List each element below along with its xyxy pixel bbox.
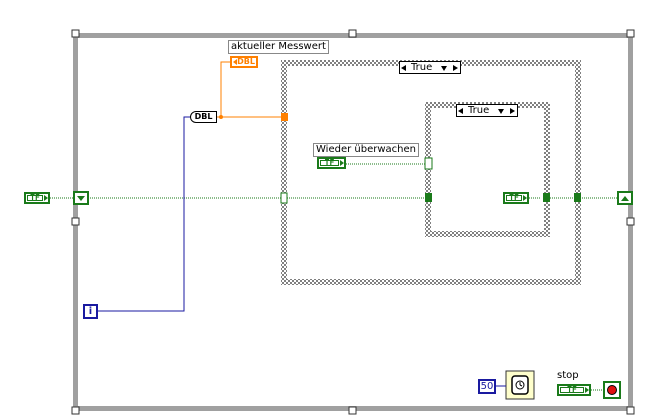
wait-ms-icon[interactable] xyxy=(505,370,535,400)
loop-handle xyxy=(626,217,635,226)
boolean-glyph: TF xyxy=(30,193,40,202)
shift-register-right-icon[interactable] xyxy=(617,191,633,205)
wire-junction xyxy=(219,115,223,119)
loop-handle xyxy=(71,406,80,415)
watch-again-label: Wieder überwachen xyxy=(313,143,419,157)
loop-handle xyxy=(626,29,635,38)
boolean-glyph: TF xyxy=(324,158,335,167)
selector-right-arrow-icon[interactable] xyxy=(453,65,458,71)
selector-terminal xyxy=(424,157,433,170)
stop-control[interactable]: TF xyxy=(557,384,591,396)
selector-right-arrow-icon[interactable] xyxy=(510,108,515,114)
measured-value-indicator[interactable]: DBL xyxy=(230,56,258,68)
inner-case-value: True xyxy=(468,105,490,116)
stop-label: stop xyxy=(557,370,579,381)
outer-case-value: True xyxy=(411,62,433,73)
loop-handle xyxy=(71,217,80,226)
selector-dropdown-icon[interactable] xyxy=(441,66,447,71)
selector-left-arrow-icon[interactable] xyxy=(401,65,406,71)
indicator-arrow-icon xyxy=(233,59,237,65)
stop-terminal-icon[interactable] xyxy=(603,381,621,399)
measured-value-label: aktueller Messwert xyxy=(228,40,329,54)
watch-again-control[interactable]: TF xyxy=(317,157,346,169)
boolean-constant-inner[interactable]: TF xyxy=(503,192,529,204)
loop-handle xyxy=(626,406,635,415)
boolean-tunnel-inner-right xyxy=(543,193,550,202)
boolean-tunnel-in xyxy=(280,192,288,204)
boolean-tunnel-inner-left xyxy=(425,193,432,202)
dbl-wire xyxy=(216,61,281,118)
inner-case-structure[interactable] xyxy=(425,102,550,237)
boolean-tunnel-outer-right xyxy=(574,193,581,202)
loop-handle xyxy=(71,29,80,38)
boolean-constant-left[interactable]: TF xyxy=(24,192,50,204)
boolean-glyph: TF xyxy=(509,193,519,202)
outer-case-selector[interactable]: True xyxy=(399,61,461,74)
shift-register-left-icon[interactable] xyxy=(73,191,89,205)
dbl-conversion-node[interactable]: DBL xyxy=(190,111,217,123)
iteration-terminal: i xyxy=(83,304,98,319)
wait-ms-constant[interactable]: 50 xyxy=(478,379,496,394)
loop-handle xyxy=(348,406,357,415)
selector-left-arrow-icon[interactable] xyxy=(458,108,463,114)
loop-handle xyxy=(348,29,357,38)
while-loop[interactable] xyxy=(71,29,635,415)
iteration-wire xyxy=(98,116,192,312)
inner-case-selector[interactable]: True xyxy=(456,104,518,117)
dbl-tunnel xyxy=(281,113,288,121)
selector-dropdown-icon[interactable] xyxy=(498,109,504,114)
boolean-glyph: TF xyxy=(567,385,577,394)
